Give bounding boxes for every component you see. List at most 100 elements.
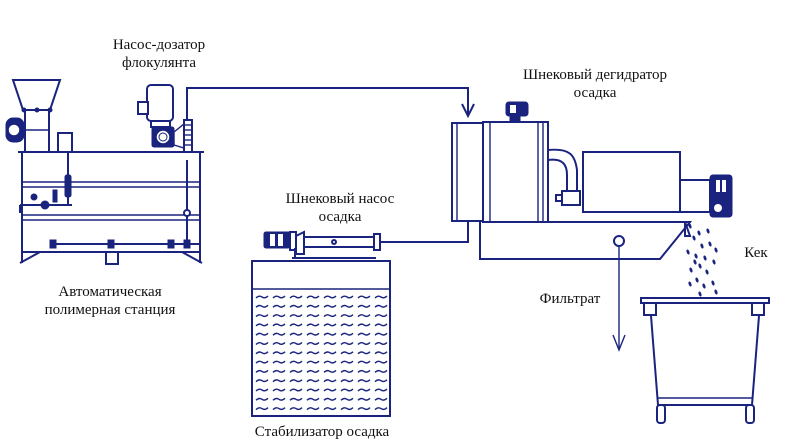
liquid-waves [255,295,388,411]
wave-mark [323,304,337,308]
cake-particle [714,247,718,253]
cake-particle [689,267,693,273]
wave-mark [374,332,388,336]
wave-mark [357,332,371,336]
label-dosing-pump-line1: Насос-дозатор [112,37,206,53]
wave-mark [340,323,354,327]
cake-particle [693,259,697,265]
cake-particle [686,249,690,255]
wave-mark [289,304,303,308]
wave-mark [357,360,371,364]
wave-mark [255,388,269,392]
screw-motor-icon [709,174,733,218]
wave-mark [306,323,320,327]
label-screw-pump-line2: осадка [318,209,362,225]
cake-particle [698,263,702,269]
wave-mark [255,360,269,364]
wave-mark [340,295,354,299]
label-polymer-station-line1: Автоматическая [58,284,162,300]
wave-mark [255,379,269,383]
wave-mark [289,407,303,411]
wave-mark [357,341,371,346]
dosing-pump [137,84,193,153]
label-polymer-station: Автоматическая полимерная станция [30,283,190,319]
label-screw-pump: Шнековый насос осадка [265,190,415,226]
wave-mark [374,369,388,373]
wave-mark [357,407,371,411]
label-cake: Кек [744,245,768,261]
cake-particle [694,253,698,259]
hopper [11,79,62,111]
wave-mark [323,332,337,336]
wave-mark [306,379,320,383]
wave-mark [340,379,354,383]
wave-mark [272,304,286,308]
wave-mark [289,369,303,373]
wave-mark [306,332,320,336]
cake-particle [714,289,718,295]
wave-mark [306,388,320,392]
wave-mark [357,379,371,383]
wave-mark [289,323,303,327]
wave-mark [255,323,269,327]
wave-mark [289,295,303,299]
cake-particle [711,280,715,286]
wave-mark [323,314,337,318]
wave-mark [340,332,354,336]
cake-particle [703,255,707,261]
wave-mark [340,407,354,411]
label-dosing-pump: Насос-дозатор флокулянта [97,36,221,72]
wave-mark [289,341,303,346]
wave-mark [272,379,286,383]
wave-mark [357,323,371,327]
filtrate-arrow-icon [612,334,626,352]
wave-mark [255,332,269,336]
cake-particle [695,277,699,283]
label-filtrate: Фильтрат [539,291,601,307]
wave-mark [357,295,371,299]
wave-mark [323,397,337,401]
wave-mark [323,407,337,411]
wave-mark [323,323,337,327]
wave-mark [340,341,354,346]
wave-mark [289,388,303,392]
cake-particle [688,281,692,287]
wave-mark [374,341,388,346]
label-polymer-station-line2: полимерная станция [44,302,176,318]
wave-mark [306,314,320,318]
wave-mark [272,341,286,346]
cake-particle [692,235,696,241]
wave-mark [272,360,286,364]
wave-mark [255,304,269,308]
wave-mark [357,304,371,308]
wave-mark [306,304,320,308]
wave-mark [323,360,337,364]
wave-mark [374,314,388,318]
wave-mark [340,388,354,392]
bin-wheel [656,404,755,424]
cake-particle [712,259,716,265]
wave-mark [272,332,286,336]
wave-mark [272,369,286,373]
wave-mark [374,360,388,364]
wave-mark [272,397,286,401]
wave-mark [323,341,337,346]
wave-mark [272,323,286,327]
wave-mark [340,351,354,355]
screw-pump [263,230,381,259]
cake-particle [702,283,706,289]
wave-mark [272,407,286,411]
label-dehydrator: Шнековый дегидратор осадка [500,66,690,102]
label-dehydrator-line1: Шнековый дегидратор [522,67,667,83]
cake-particles [686,223,718,297]
wave-mark [323,369,337,373]
cake-particle [688,223,692,229]
cake-particle [705,269,709,275]
cake-particle [698,291,702,297]
wave-mark [306,407,320,411]
cake-particle [700,243,704,249]
wave-mark [357,388,371,392]
cake-particle [708,241,712,247]
wave-mark [374,397,388,401]
